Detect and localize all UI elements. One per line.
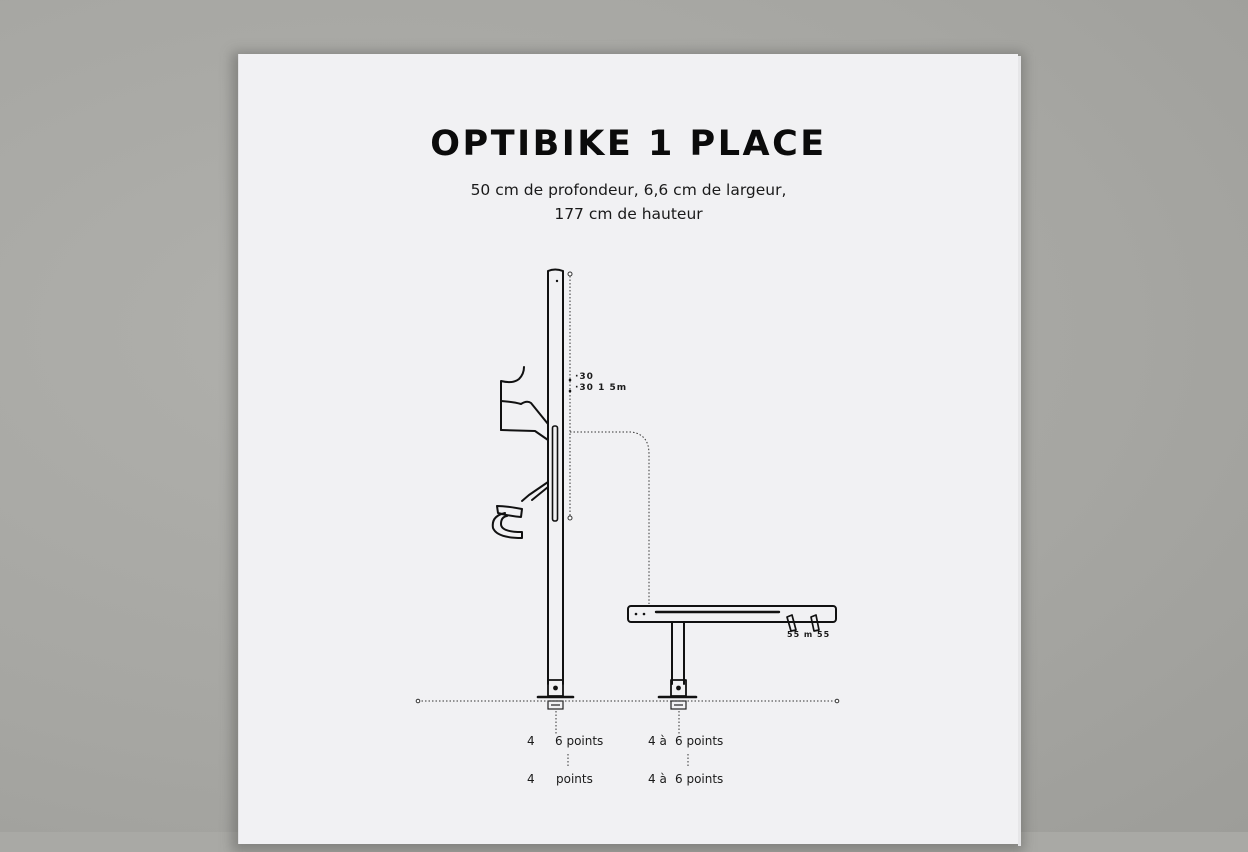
pole-points-label-b: 6 points — [555, 734, 604, 748]
bench-points-label-c: 4 à — [648, 772, 667, 786]
upper-bracket-icon — [500, 366, 549, 441]
lower-wheel-hook-icon — [491, 481, 549, 539]
page-edge — [1018, 56, 1021, 846]
subtitle-line-1: 50 cm de profondeur, 6,6 cm de largeur, — [470, 181, 787, 199]
bench-points-label-a: 4 à — [648, 734, 667, 748]
page-title: OPTIBIKE 1 PLACE — [430, 124, 827, 164]
brochure-page: OPTIBIKE 1 PLACE 50 cm de profondeur, 6,… — [238, 54, 1021, 846]
subtitle-line-2: 177 cm de hauteur — [554, 205, 703, 223]
technical-drawing — [415, 268, 840, 768]
bench-leader-line — [570, 431, 650, 604]
pole-points-label-d: points — [556, 772, 593, 786]
pole-points-label-c: 4 — [527, 772, 535, 786]
anchor-plates — [547, 700, 687, 710]
page-subtitle: 50 cm de profondeur, 6,6 cm de largeur, … — [239, 178, 1018, 226]
bench-points-label-d: 6 points — [675, 772, 724, 786]
pole-icon — [536, 268, 575, 699]
bench-points-label-b: 6 points — [675, 734, 724, 748]
pole-points-label-a: 4 — [527, 734, 535, 748]
bench-annotation: 55 m 55 — [787, 630, 831, 639]
pole-annotation-2: ·30 1 5m — [575, 383, 628, 393]
pole-annotation-1: ·30 — [575, 372, 594, 382]
bench-icon — [627, 605, 837, 699]
